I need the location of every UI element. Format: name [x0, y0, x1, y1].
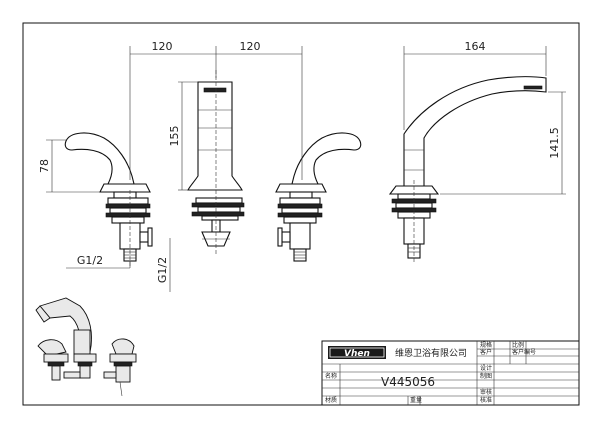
- faucet-3d-render: [35, 297, 137, 397]
- dim-spout-reach: 164: [465, 40, 486, 53]
- field-scale: 比例: [512, 341, 524, 349]
- field-weight: 重量: [410, 396, 422, 404]
- dimension-lines: [46, 46, 566, 292]
- brand-logo-text: Vhen: [344, 349, 370, 359]
- dim-body-height: 155: [168, 126, 181, 147]
- center-front-view: [187, 70, 245, 254]
- field-spec: 规格: [480, 341, 492, 349]
- field-name: 名称: [325, 372, 337, 380]
- field-customer: 客户: [480, 348, 492, 356]
- company-name: 维恩卫浴有限公司: [395, 347, 467, 359]
- field-material: 材质: [325, 396, 337, 404]
- field-design: 设计: [480, 364, 492, 372]
- field-customer-code: 客户编号: [512, 348, 536, 356]
- model-number: V445056: [381, 375, 435, 389]
- dim-handle-width-left: 120: [152, 40, 173, 53]
- dim-handle-height: 78: [38, 159, 51, 173]
- left-handle-view: [64, 132, 153, 266]
- dim-thread-size-2: G1/2: [156, 257, 169, 283]
- brand-logo-box: [328, 346, 386, 359]
- title-block: Vhen 维恩卫浴有限公司 V445056 规格 比例 客户 客户编号 设计 制…: [321, 340, 580, 406]
- spout-view: [388, 76, 547, 264]
- dim-spout-height: 141.5: [548, 127, 561, 159]
- field-approve: 核准: [480, 396, 492, 404]
- field-drawing: 制图: [480, 372, 492, 380]
- field-review: 审核: [480, 388, 492, 396]
- sheet-border: [22, 22, 580, 406]
- dimension-labels: 120 120 164 78 155 141.5 G1/2 G1/2: [38, 40, 561, 283]
- right-handle-view: [275, 132, 362, 262]
- dim-thread-size-1: G1/2: [77, 254, 103, 267]
- dim-handle-width-right: 120: [240, 40, 261, 53]
